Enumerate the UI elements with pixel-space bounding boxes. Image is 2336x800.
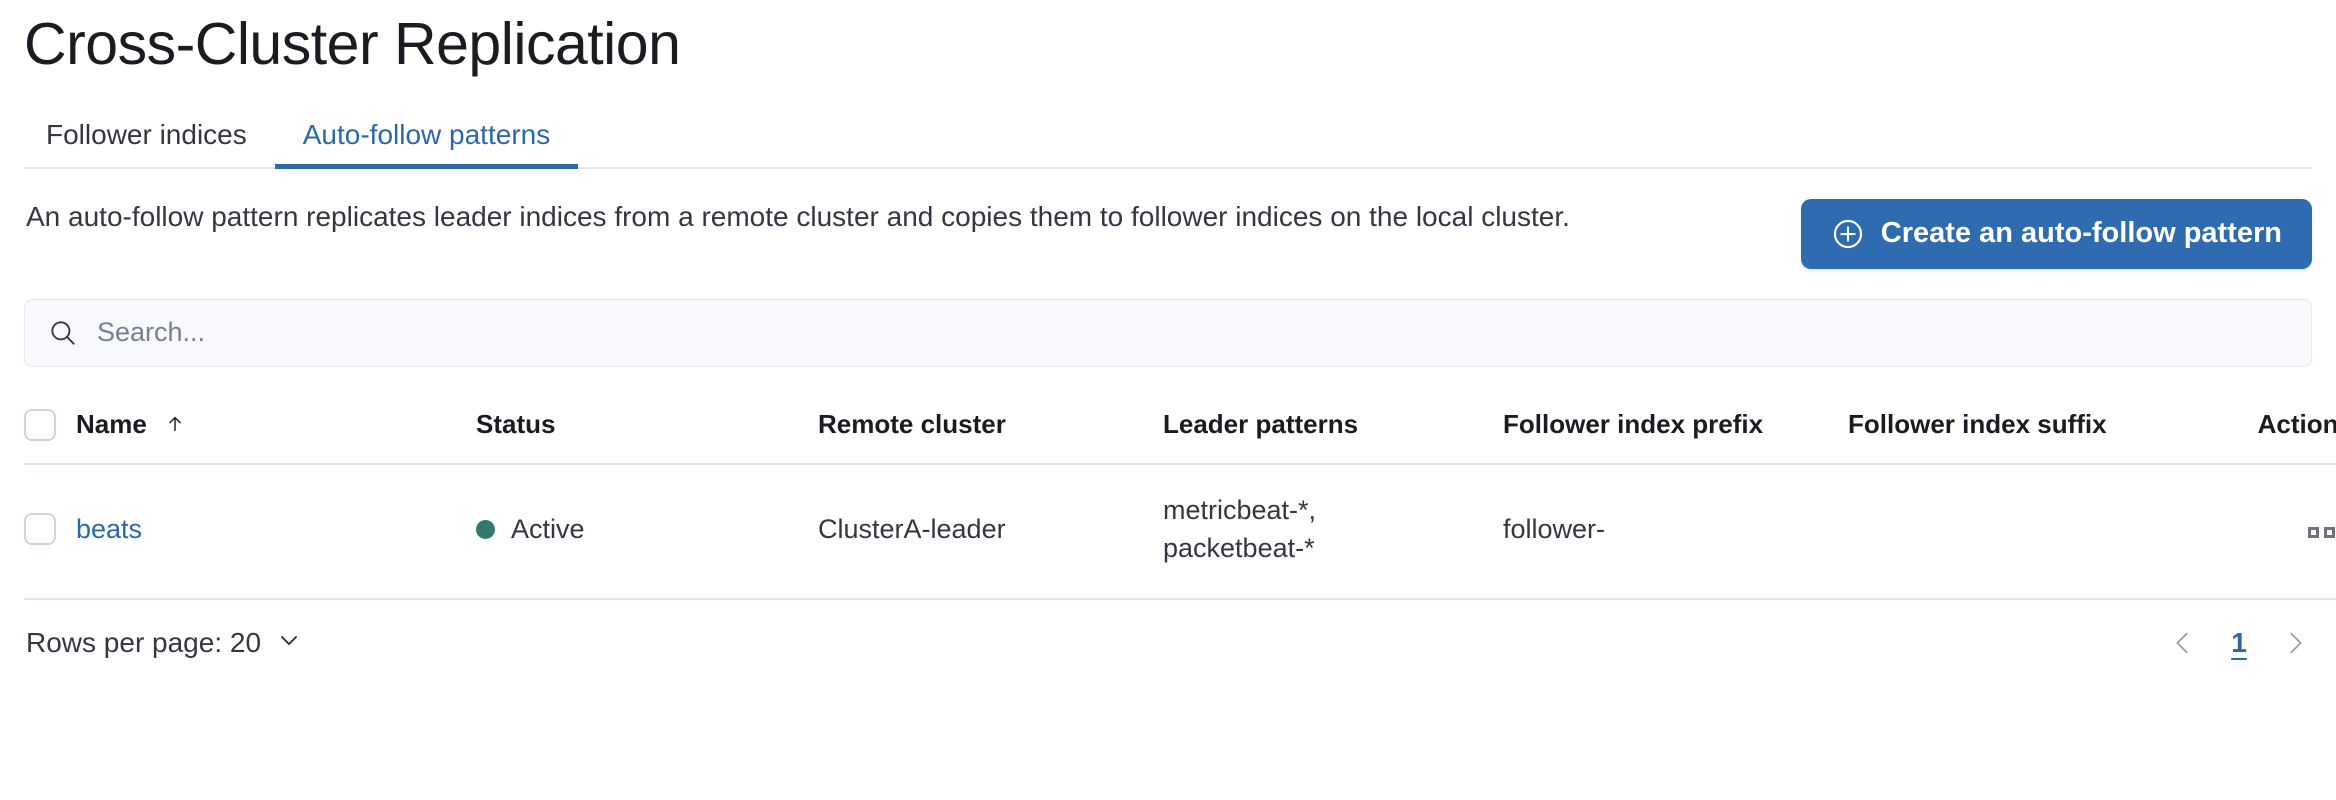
column-header-follower-index-prefix[interactable]: Follower index prefix [1503,394,1848,465]
search-input[interactable] [95,299,2289,366]
select-all-checkbox[interactable] [24,408,56,441]
page-title: Cross-Cluster Replication [24,11,681,77]
cell-follower-index-prefix: follower- [1503,463,1848,600]
table-row: beats Active ClusterA-leader metricbeat-… [24,463,2336,600]
select-all-header [24,394,76,465]
search-icon [47,317,95,349]
chevron-right-icon[interactable] [2280,628,2310,658]
tab-follower-indices-label: Follower indices [46,118,247,150]
arrow-up-icon [154,409,186,439]
rows-per-page-label: Rows per page: 20 [26,627,262,659]
status-dot-icon [476,519,495,539]
auto-follow-pattern-link[interactable]: beats [76,513,143,544]
pagination-page-1[interactable]: 1 [2231,627,2247,659]
cell-leader-patterns: metricbeat-*, packetbeat-* [1163,463,1503,600]
tab-auto-follow-patterns-label: Auto-follow patterns [302,118,551,150]
table-header-row: Name Status Remote cluster Leader patter… [24,394,2336,465]
column-header-name[interactable]: Name [76,394,476,465]
cell-name: beats [76,463,476,600]
cell-follower-index-suffix [1848,463,2193,600]
row-select-cell [24,463,76,600]
table-footer: Rows per page: 20 1 [24,626,2312,661]
leader-pattern-line-1: metricbeat-*, [1163,494,1317,525]
rows-per-page-selector[interactable]: Rows per page: 20 [26,626,303,661]
column-header-status[interactable]: Status [476,394,818,465]
pagination: 1 [2168,627,2310,659]
search-bar[interactable] [24,298,2312,367]
column-header-actions: Actions [2193,394,2336,465]
create-auto-follow-pattern-label: Create an auto-follow pattern [1880,217,2282,250]
leader-pattern-line-2: packetbeat-* [1163,533,1315,564]
tab-bar: Follower indices Auto-follow patterns [24,113,2312,169]
intro-row: An auto-follow pattern replicates leader… [24,197,2312,269]
tab-auto-follow-patterns[interactable]: Auto-follow patterns [274,118,579,169]
cell-actions [2193,463,2336,600]
create-auto-follow-pattern-button[interactable]: Create an auto-follow pattern [1800,198,2312,269]
column-header-follower-index-suffix[interactable]: Follower index suffix [1848,394,2193,465]
more-actions-icon[interactable] [2306,521,2336,544]
chevron-left-icon[interactable] [2168,628,2198,658]
status-badge: Active [511,513,585,544]
tab-follower-indices[interactable]: Follower indices [24,118,275,167]
column-header-remote-cluster[interactable]: Remote cluster [818,394,1163,465]
chevron-down-icon [275,626,303,661]
auto-follow-patterns-table: Name Status Remote cluster Leader patter… [24,394,2336,600]
plus-in-circle-icon [1831,217,1865,251]
intro-description: An auto-follow pattern replicates leader… [26,200,1570,232]
cell-status: Active [476,463,818,600]
row-checkbox[interactable] [24,513,56,546]
column-header-leader-patterns[interactable]: Leader patterns [1163,394,1503,465]
cell-remote-cluster: ClusterA-leader [818,463,1163,600]
column-header-name-label: Name [76,409,147,440]
